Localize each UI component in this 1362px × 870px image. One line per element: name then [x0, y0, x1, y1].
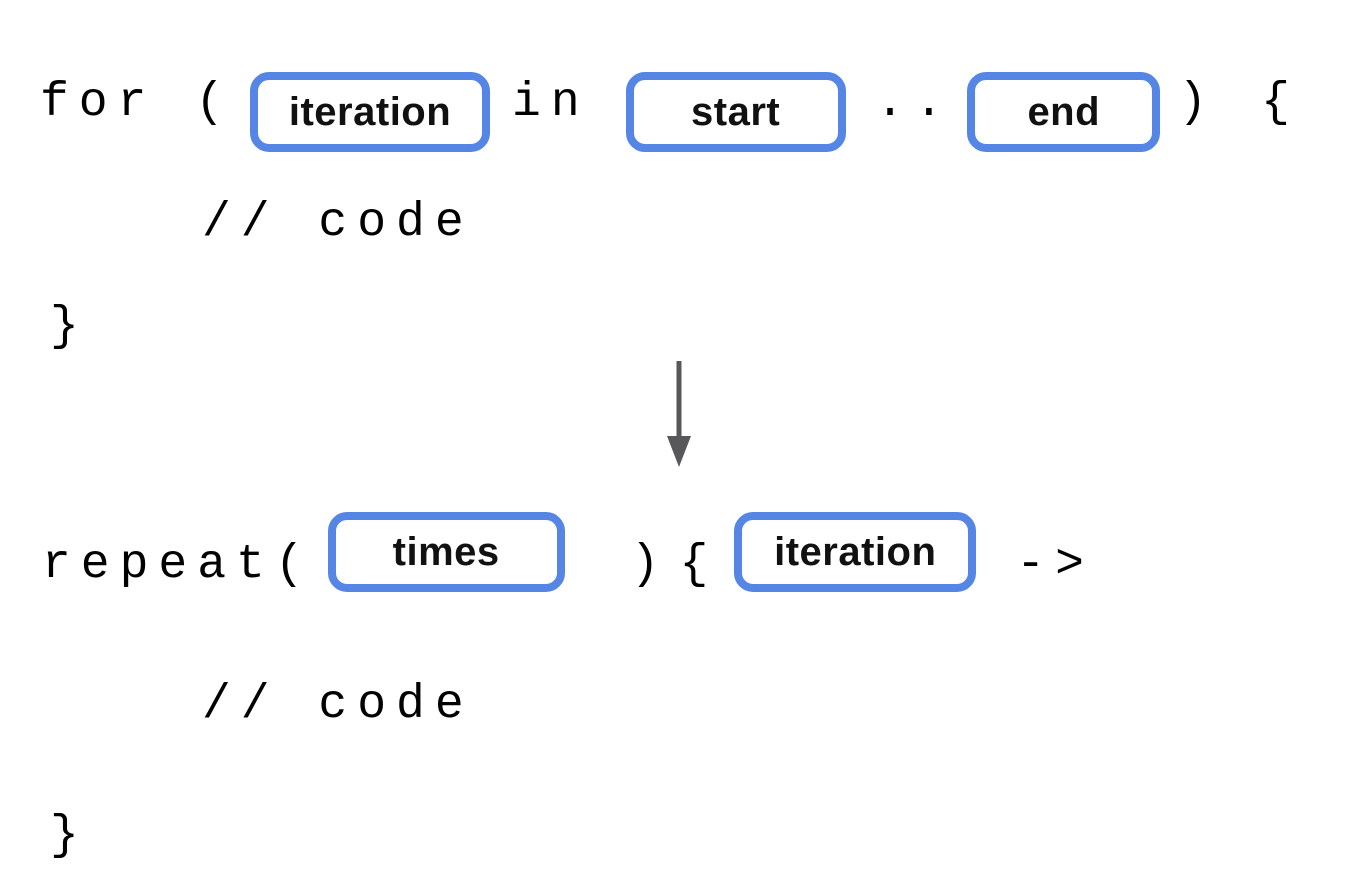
for-close-brace: }: [50, 300, 89, 354]
times-param-box: times: [327, 512, 565, 592]
for-keyword-text: for (: [40, 76, 235, 130]
repeat-iteration-param-box: iteration: [734, 512, 977, 592]
down-arrow-icon: [664, 361, 694, 467]
range-operator-text: ..: [875, 76, 954, 130]
in-keyword-text: in: [512, 76, 590, 130]
times-param-label: times: [392, 529, 500, 574]
repeat-close-paren-text: ): [630, 538, 670, 592]
for-open-brace-text: {: [1261, 76, 1300, 130]
end-param-label: end: [1027, 89, 1101, 134]
repeat-open-brace-text: {: [679, 538, 719, 592]
for-header-line: for ( iteration in start .. end ) {: [40, 72, 1300, 152]
repeat-close-brace: }: [50, 809, 89, 863]
repeat-body-comment: // code: [202, 678, 474, 732]
repeat-keyword-text: repeat(: [42, 538, 314, 592]
iteration-param-box: iteration: [250, 72, 491, 152]
lambda-arrow-text: ->: [1016, 538, 1094, 592]
iteration-param-label: iteration: [288, 89, 452, 134]
repeat-header-line: repeat( times ) { iteration ->: [42, 512, 1094, 592]
for-close-paren-text: ): [1178, 76, 1218, 130]
for-body-comment: // code: [202, 196, 474, 250]
start-param-box: start: [625, 72, 846, 152]
start-param-label: start: [691, 89, 781, 134]
end-param-box: end: [967, 72, 1161, 152]
repeat-iteration-param-label: iteration: [774, 529, 937, 574]
